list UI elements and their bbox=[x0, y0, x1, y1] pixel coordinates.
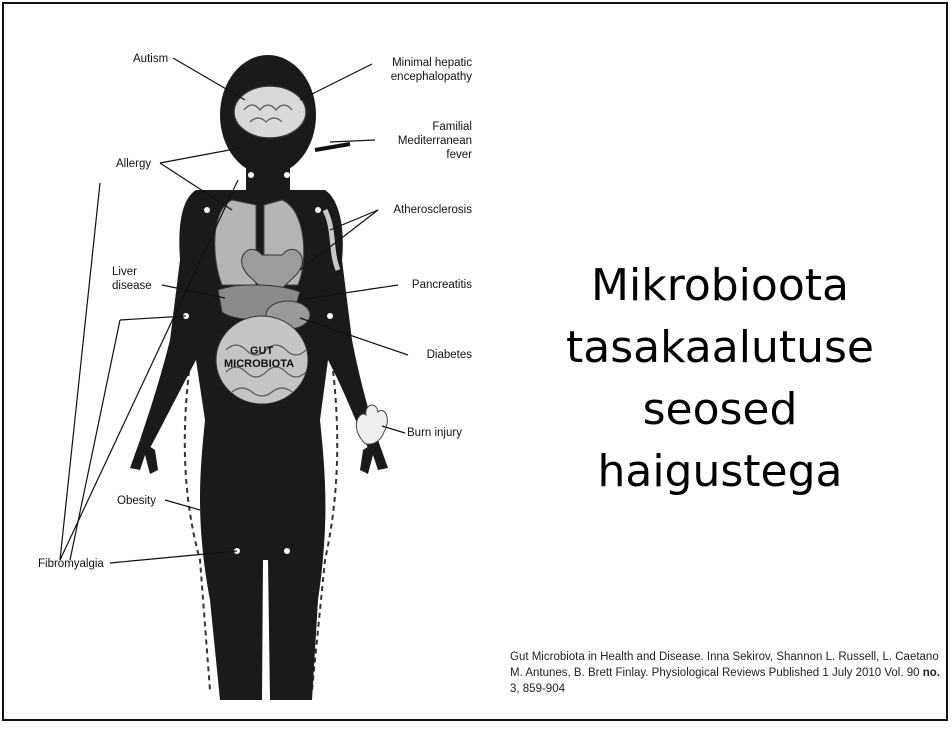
label-liver-1: Liver bbox=[112, 265, 137, 279]
slide-title: Mikrobioota tasakaalutuse seosed haigust… bbox=[520, 255, 920, 503]
citation: Gut Microbiota in Health and Disease. In… bbox=[510, 649, 940, 697]
label-minimal-hepatic-2: encephalopathy bbox=[360, 70, 472, 84]
title-line-4: haigustega bbox=[520, 441, 920, 503]
title-line-2: tasakaalutuse bbox=[520, 317, 920, 379]
body-diagram: Autism Minimal hepatic encephalopathy Fa… bbox=[0, 0, 500, 725]
label-familial-3: fever bbox=[360, 148, 472, 162]
title-line-1: Mikrobioota bbox=[520, 255, 920, 317]
label-minimal-hepatic-1: Minimal hepatic bbox=[360, 56, 472, 70]
label-obesity: Obesity bbox=[117, 494, 156, 508]
label-diabetes: Diabetes bbox=[360, 348, 472, 362]
label-fibromyalgia: Fibromyalgia bbox=[38, 557, 104, 571]
brain bbox=[234, 86, 306, 138]
title-line-3: seosed bbox=[520, 379, 920, 441]
label-atherosclerosis: Atherosclerosis bbox=[360, 203, 472, 217]
label-familial-1: Familial bbox=[360, 120, 472, 134]
label-allergy: Allergy bbox=[116, 157, 151, 171]
label-autism: Autism bbox=[133, 52, 168, 66]
label-familial-2: Mediterranean bbox=[360, 134, 472, 148]
citation-text-b: 3, 859-904 bbox=[510, 683, 565, 695]
label-liver-2: disease bbox=[112, 279, 152, 293]
label-pancreatitis: Pancreatitis bbox=[360, 278, 472, 292]
label-gut: GUT bbox=[250, 344, 273, 358]
citation-text-a: Gut Microbiota in Health and Disease. In… bbox=[510, 651, 939, 679]
label-burn-injury: Burn injury bbox=[407, 426, 462, 440]
citation-bold-no: no. bbox=[923, 667, 940, 679]
label-microbiota: MICROBIOTA bbox=[224, 357, 294, 371]
